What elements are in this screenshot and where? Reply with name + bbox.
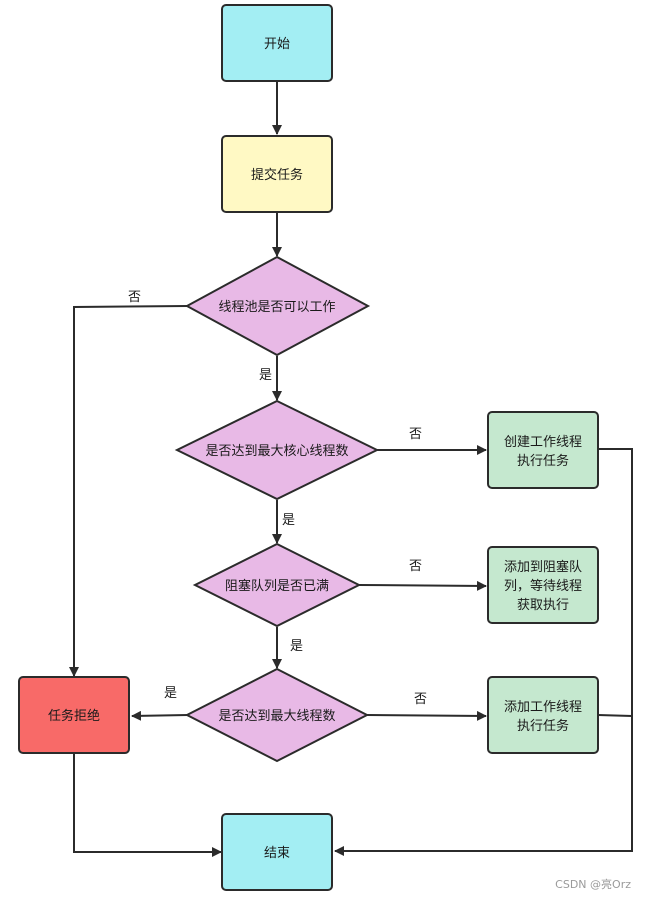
edge-max-yes-reject — [131, 710, 189, 721]
label-queue-yes: 是 — [290, 639, 303, 654]
node-pool-running: 线程池是否可以工作 — [184, 255, 371, 357]
node-queue-full-label: 阻塞队列是否已满 — [225, 578, 329, 594]
node-enqueue: 添加到阻塞队 列，等待线程 获取执行 — [487, 546, 599, 624]
node-max-reached-label: 是否达到最大线程数 — [218, 709, 335, 724]
label-queue-no: 否 — [409, 559, 422, 574]
label-pool-no: 否 — [128, 290, 141, 305]
node-pool-running-label: 线程池是否可以工作 — [218, 300, 335, 315]
node-reject-label: 任务拒绝 — [48, 708, 100, 724]
node-submit-label: 提交任务 — [251, 167, 303, 183]
node-queue-full: 阻塞队列是否已满 — [192, 542, 362, 628]
node-submit: 提交任务 — [221, 135, 333, 213]
node-reject: 任务拒绝 — [18, 676, 130, 754]
node-start-label: 开始 — [264, 37, 290, 52]
node-core-reached: 是否达到最大核心线程数 — [174, 399, 380, 501]
edge-create-end — [334, 448, 633, 856]
node-add-worker: 添加工作线程 执行任务 — [487, 676, 599, 754]
edge-addworker-join — [597, 714, 633, 717]
label-pool-yes: 是 — [259, 368, 272, 383]
node-core-reached-label: 是否达到最大核心线程数 — [205, 444, 348, 459]
label-core-no: 否 — [409, 427, 422, 442]
node-end-label: 结束 — [264, 846, 290, 861]
node-enqueue-line-2: 列，等待线程 — [504, 578, 582, 594]
node-start: 开始 — [221, 4, 333, 82]
edge-labels: 否 是 否 是 否 是 是 否 — [128, 290, 427, 707]
node-add-worker-line-1: 添加工作线程 — [504, 700, 582, 715]
watermark: CSDN @亮Orz — [555, 877, 631, 891]
edge-reject-end — [73, 754, 222, 857]
node-enqueue-line-1: 添加到阻塞队 — [504, 559, 582, 575]
edge-queue-no-enqueue — [358, 580, 487, 591]
label-core-yes: 是 — [282, 513, 295, 528]
node-create-worker: 创建工作线程 执行任务 — [487, 411, 599, 489]
node-enqueue-line-3: 获取执行 — [517, 598, 569, 613]
edge-max-no-addworker — [366, 710, 487, 721]
label-max-no: 否 — [414, 692, 427, 707]
node-end: 结束 — [221, 813, 333, 891]
node-create-worker-line-2: 执行任务 — [517, 453, 569, 469]
node-create-worker-line-1: 创建工作线程 — [504, 435, 582, 450]
edges — [69, 82, 633, 857]
edge-pool-no-reject — [69, 305, 189, 677]
node-add-worker-line-2: 执行任务 — [517, 718, 569, 734]
node-max-reached: 是否达到最大线程数 — [184, 667, 370, 763]
label-max-yes: 是 — [164, 686, 177, 701]
